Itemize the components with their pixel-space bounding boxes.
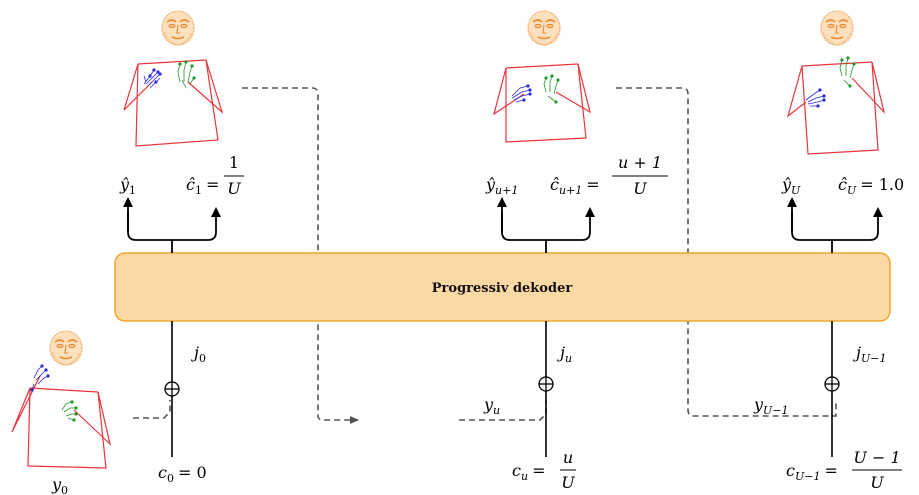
face-icon [527,10,561,46]
output-labels-1: ŷ1 ĉ1= 1 U [119,153,244,198]
face-icon [820,10,854,46]
pose-output-U [786,10,886,155]
svg-text:yU−1: yU−1 [753,395,789,417]
input-labels-0: j0 c0= 0 y0 [51,343,207,495]
output-labels-U: ŷU ĉU= 1.0 [781,175,904,197]
svg-text:U: U [633,179,647,198]
svg-text:ju: ju [557,343,572,365]
oplus-u [538,376,554,392]
decoder-box [114,252,891,322]
oplus-0 [164,381,180,397]
svg-text:ĉ1=: ĉ1= [186,175,219,197]
pose-output-u [493,10,591,143]
hand-left-icon [805,88,826,108]
svg-text:j0: j0 [191,343,206,365]
svg-text:jU−1: jU−1 [853,343,886,365]
output-forks [123,197,883,253]
svg-text:yu: yu [483,395,500,417]
pose-input-0 [11,330,112,469]
hand-left-icon [511,84,532,103]
input-lines [171,321,833,457]
svg-text:u: u [563,448,573,467]
oplus-symbols [164,376,840,397]
svg-text:U: U [227,179,241,198]
svg-text:U: U [561,473,575,492]
hand-right-icon [177,60,196,89]
svg-text:U − 1: U − 1 [853,448,900,467]
face-icon [49,330,83,366]
svg-text:u + 1: u + 1 [618,153,662,172]
feedback-path-2 [616,87,837,417]
svg-text:cu=: cu= [512,461,545,483]
hand-right-icon [543,74,560,104]
svg-text:y0: y0 [51,475,68,495]
hand-right-icon [61,400,78,422]
output-fork-u [497,197,595,253]
output-labels-u: ŷu+1 ĉu+1= u + 1 U [485,153,668,198]
hand-left-icon [30,364,50,392]
svg-text:ĉU= 1.0: ĉU= 1.0 [838,175,904,197]
output-fork-1 [123,197,221,253]
input-labels-u: ju yu cu= u U [483,343,576,492]
svg-text:ŷu+1: ŷu+1 [485,175,518,197]
pose-output-1 [123,10,224,147]
output-fork-U [787,197,883,253]
svg-text:c0= 0: c0= 0 [158,463,207,485]
hand-right-icon [839,56,856,88]
input-labels-U-1: jU−1 yU−1 cU−1= U − 1 U [753,343,902,492]
svg-text:U: U [870,473,884,492]
input-feed-u [459,400,547,421]
hand-left-icon [143,68,162,89]
svg-text:ŷU: ŷU [781,175,801,197]
svg-text:ĉu+1=: ĉu+1= [550,175,600,197]
input-feed-0 [133,400,171,419]
face-icon [161,10,195,46]
decoder-label: Progressiv dekoder [432,281,573,296]
svg-text:ŷ1: ŷ1 [119,175,136,197]
svg-text:cU−1=: cU−1= [786,461,838,483]
oplus-U-1 [824,376,840,392]
svg-text:1: 1 [229,153,239,172]
